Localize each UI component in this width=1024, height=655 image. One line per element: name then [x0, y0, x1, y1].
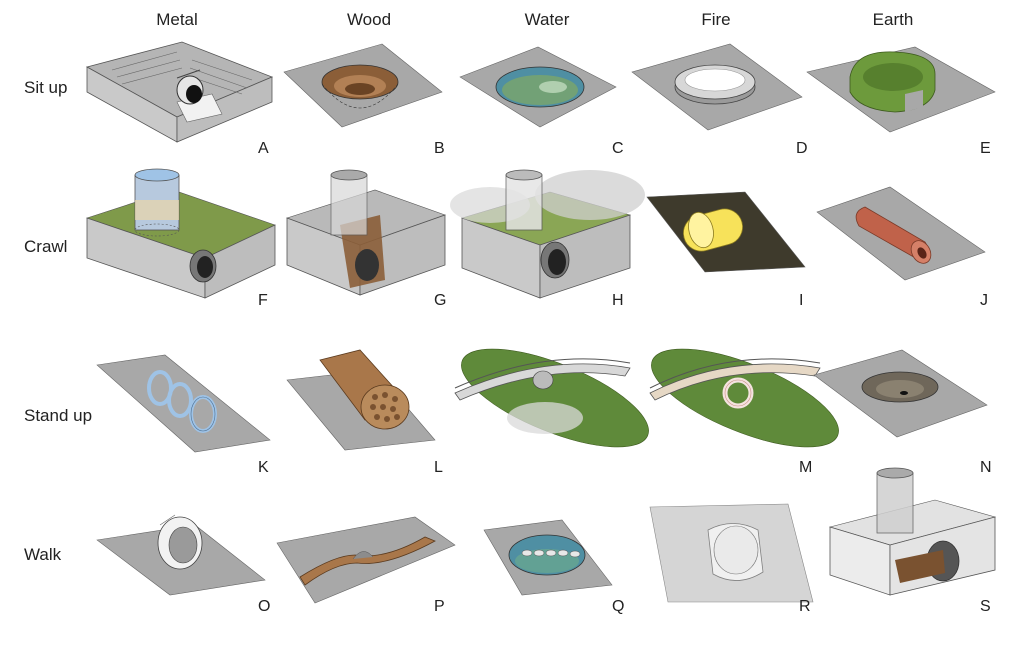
column-heading-metal: Metal — [156, 10, 198, 29]
column-heading-fire: Fire — [701, 10, 731, 29]
column-heading-wood: Wood — [346, 10, 392, 29]
row-heading-walk: Walk — [24, 545, 62, 564]
cell-j-clay-tube — [815, 182, 1005, 322]
column-heading-water: Water — [524, 10, 570, 29]
label-h: H — [612, 292, 624, 309]
cell-n-earth-crater — [812, 345, 1002, 485]
cell-i-glowing-tube — [645, 182, 835, 322]
cell-m-fire-grass-bridge — [649, 338, 840, 478]
cell-o-metal-band — [95, 505, 285, 645]
label-a: A — [258, 140, 269, 157]
label-j: J — [980, 292, 988, 309]
label-n: N — [980, 459, 992, 476]
cell-g-wood-tunnel — [285, 169, 475, 310]
label-m: M — [799, 459, 813, 476]
row-heading-crawl: Crawl — [24, 237, 68, 256]
label-o: O — [258, 598, 271, 615]
label-s: S — [980, 598, 991, 615]
cell-e-hedge-ring — [805, 32, 996, 172]
label-l: L — [434, 459, 443, 476]
label-q: Q — [612, 598, 625, 615]
cell-c-water-pool — [458, 32, 648, 172]
cell-l-log-bundle — [285, 345, 475, 485]
row-heading-sit-up: Sit up — [24, 78, 68, 97]
cell-d-fire-ring — [630, 32, 820, 172]
label-r: R — [799, 598, 811, 615]
label-c: C — [612, 140, 624, 157]
cell-water-grass-bridge — [454, 338, 649, 478]
row-heading-stand-up: Stand up — [24, 406, 93, 425]
label-f: F — [258, 292, 268, 309]
column-heading-earth: Earth — [872, 10, 914, 29]
label-g: G — [434, 292, 447, 309]
cell-k-metal-rings — [95, 340, 285, 480]
cell-b-wood-funnel — [282, 32, 472, 172]
cell-s-earth-block-tunnel — [825, 465, 1015, 605]
label-d: D — [796, 140, 808, 157]
label-b: B — [434, 140, 445, 157]
cell-h-mist-tunnel — [450, 169, 650, 310]
cell-q-stepping-stones-pool — [482, 515, 672, 655]
cell-r-clear-drum — [648, 502, 838, 642]
label-p: P — [434, 598, 445, 615]
cell-a-terraced-block — [82, 32, 274, 172]
label-e: E — [980, 140, 991, 157]
cell-p-wood-arch-bridge — [275, 515, 465, 655]
label-i: I — [799, 292, 804, 309]
cell-f-metal-cylinder-tunnel — [85, 168, 276, 310]
label-k: K — [258, 459, 269, 476]
